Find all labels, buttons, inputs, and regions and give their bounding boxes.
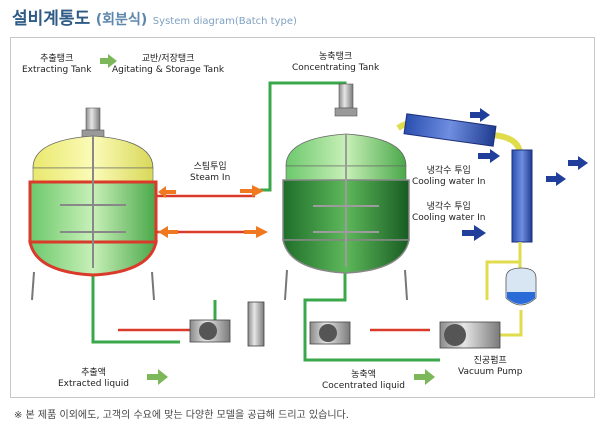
label-concentrated-ko: 농축액 (351, 370, 376, 380)
label-cooling-water-1: 냉각수 투입 Cooling water In (412, 166, 485, 188)
arrow-right-extracting (100, 54, 117, 68)
label-agitating-en: Agitating & Storage Tank (112, 65, 225, 75)
arrow-blue-1 (470, 108, 490, 122)
label-extracted-liquid: 추출액 Extracted liquid (58, 368, 129, 390)
label-concentrating-ko: 농축탱크 (319, 52, 353, 62)
arrow-steam-left (158, 186, 176, 198)
label-vacuum-ko: 진공펌프 (473, 356, 507, 366)
label-agitating-ko: 교반/저장탱크 (141, 54, 195, 64)
label-extracting-ko: 추출탱크 (40, 54, 74, 64)
concentrating-tank (282, 83, 410, 301)
arrow-extracted-liquid (147, 369, 168, 385)
label-vacuum-en: Vacuum Pump (458, 367, 523, 377)
label-extracting-en: Extracting Tank (22, 65, 92, 75)
arrow-concentrated-liquid (414, 369, 435, 385)
label-cooling2-en: Cooling water In (412, 213, 486, 223)
arrow-blue-3 (568, 156, 588, 170)
arrow-blue-4 (546, 172, 566, 186)
title-korean-paren: (회분식) (95, 12, 148, 28)
label-agitating-tank: 교반/저장탱크 Agitating & Storage Tank (112, 54, 224, 76)
vacuum-pump (439, 321, 501, 349)
label-concentrating-en: Concentrating Tank (292, 63, 380, 73)
label-concentrated-en: Cocentrated liquid (322, 381, 405, 391)
arrow-steam-left-bottom (158, 226, 178, 238)
footer-note: ※ 본 제품 이외에도, 고객의 수요에 맞는 다양한 모델을 공급해 드리고 … (14, 410, 349, 421)
label-cooling2-ko: 냉각수 투입 (426, 202, 471, 212)
extract-pump (189, 301, 265, 347)
condenser (396, 113, 537, 306)
arrow-cooling-in (462, 225, 486, 241)
label-extracted-ko: 추출액 (81, 368, 106, 378)
arrow-steam-right-top (240, 185, 264, 197)
label-cooling1-en: Cooling water In (412, 177, 486, 187)
label-concentrating-tank: 농축탱크 Concentrating Tank (292, 52, 379, 74)
label-vacuum-pump: 진공펌프 Vacuum Pump (458, 356, 522, 378)
transfer-pump (309, 321, 351, 345)
page-title: 설비계통도 (회분식) System diagram(Batch type) (12, 4, 297, 29)
extracting-tank (28, 107, 158, 301)
arrow-blue-2 (478, 149, 500, 163)
title-korean: 설비계통도 (12, 9, 91, 29)
label-extracted-en: Extracted liquid (58, 379, 129, 389)
label-cooling-water-2: 냉각수 투입 Cooling water In (412, 202, 485, 224)
title-english: System diagram(Batch type) (152, 16, 297, 27)
label-concentrated-liquid: 농축액 Cocentrated liquid (322, 370, 405, 392)
label-steam-en: Steam In (190, 173, 231, 183)
label-extracting-tank: 추출탱크 Extracting Tank (22, 54, 91, 76)
arrow-steam-right-bottom (244, 226, 268, 238)
label-cooling1-ko: 냉각수 투입 (426, 166, 471, 176)
label-steam-in: 스팀투입 Steam In (190, 162, 230, 184)
label-steam-ko: 스팀투입 (193, 162, 227, 172)
